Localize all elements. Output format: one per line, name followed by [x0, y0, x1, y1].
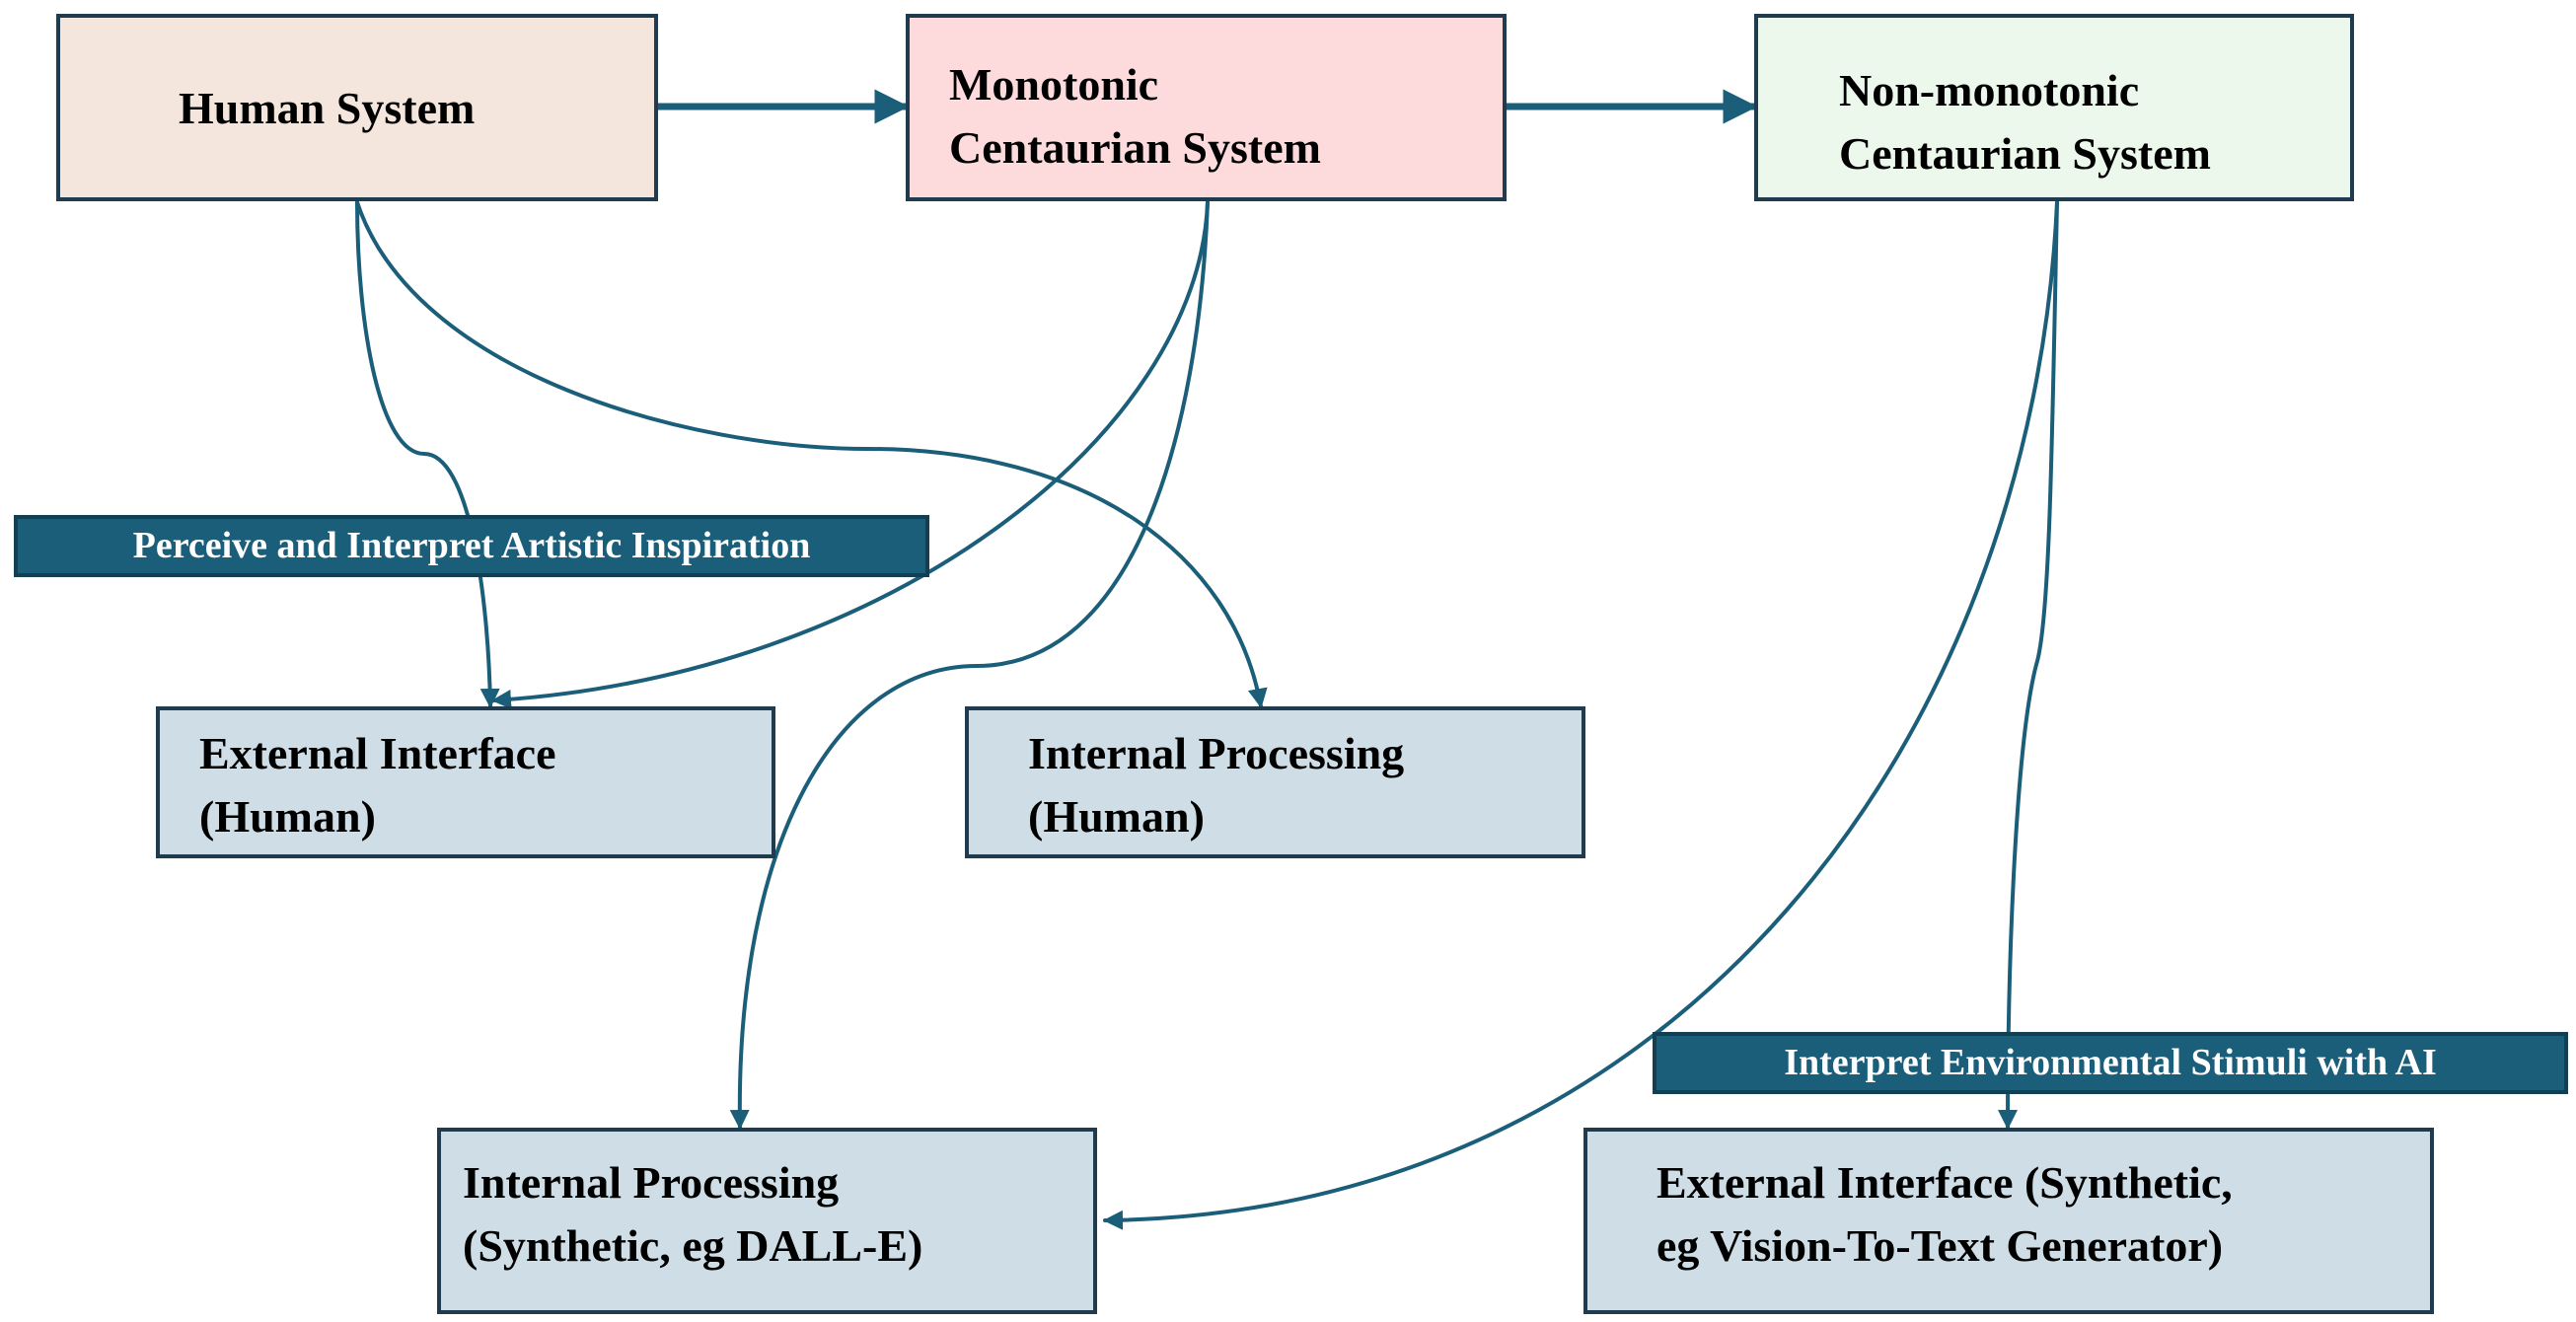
node-nonmonotonic-centaurian-system: Non-monotonic Centaurian System [1754, 14, 2354, 201]
edge-nonmonotonic-to-ext-synth [1998, 200, 2059, 1130]
edge-monotonic-to-int-synth [729, 200, 1210, 1130]
banner-perceive-inspiration: Perceive and Interpret Artistic Inspirat… [14, 515, 929, 577]
node-ext-human-label-line1: External Interface [199, 728, 556, 778]
node-int-synth-label-line1: Internal Processing [463, 1157, 840, 1208]
node-int-human-label-line2: (Human) [1028, 791, 1205, 842]
node-int-synth-label-line2: (Synthetic, eg DALL-E) [463, 1220, 923, 1271]
edge-nonmonotonic-to-int-synth [1103, 200, 2059, 1230]
node-internal-processing-synthetic: Internal Processing (Synthetic, eg DALL-… [437, 1128, 1097, 1314]
node-ext-human-label-line2: (Human) [199, 791, 376, 842]
node-ext-synth-label-line1: External Interface (Synthetic, [1656, 1157, 2233, 1208]
node-internal-processing-human: Internal Processing (Human) [965, 706, 1585, 858]
edge-human-to-ext-human [355, 200, 500, 708]
node-ext-synth-label-line2: eg Vision-To-Text Generator) [1656, 1220, 2224, 1271]
node-external-interface-human: External Interface (Human) [156, 706, 775, 858]
node-monotonic-label-line2: Centaurian System [949, 122, 1321, 173]
node-human-system: Human System [56, 14, 658, 201]
edge-human-to-int-human [355, 200, 1268, 708]
node-human-system-label: Human System [179, 83, 476, 133]
node-nonmonotonic-label-line2: Centaurian System [1839, 128, 2211, 179]
node-monotonic-label-line1: Monotonic [949, 59, 1159, 110]
node-nonmonotonic-label-line1: Non-monotonic [1839, 65, 2140, 115]
node-int-human-label-line1: Internal Processing [1028, 728, 1405, 778]
edge-monotonic-to-ext-human [491, 200, 1210, 709]
banner-interpret-stimuli: Interpret Environmental Stimuli with AI [1653, 1032, 2568, 1094]
node-external-interface-synthetic: External Interface (Synthetic, eg Vision… [1583, 1128, 2434, 1314]
node-monotonic-centaurian-system: Monotonic Centaurian System [906, 14, 1507, 201]
